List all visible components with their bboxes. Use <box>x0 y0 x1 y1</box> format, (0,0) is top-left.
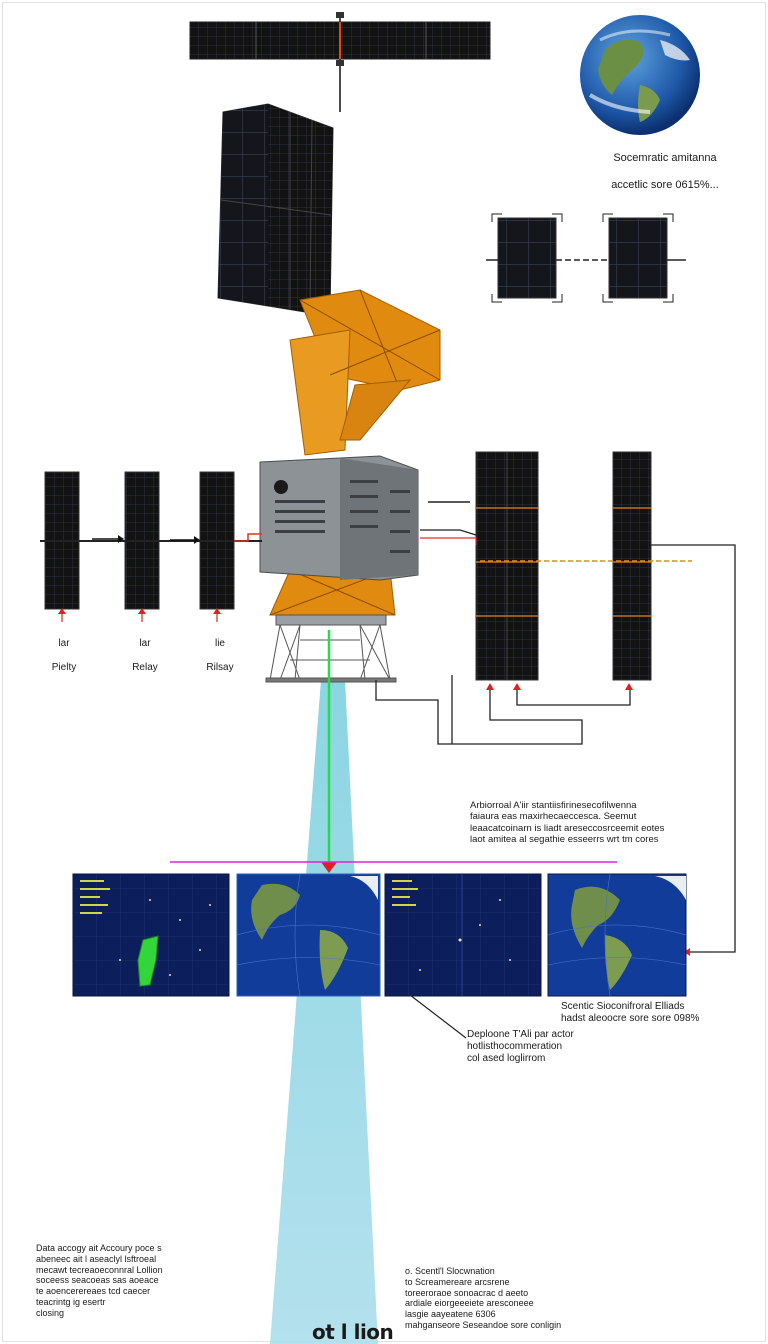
connection-wires <box>375 544 736 953</box>
relay-label-2-bottom: Relay <box>132 662 158 673</box>
left-relay-panels <box>40 471 262 622</box>
annotation-right: Arbiorroal A'iir stantiisfirinesecofilwe… <box>470 800 665 846</box>
relay-label-2-top: lar <box>139 638 151 649</box>
lattice-base <box>265 614 397 683</box>
spacecraft-bus <box>259 455 419 581</box>
earth-caption-line1: Socemratic amitanna <box>613 152 717 165</box>
relay-label-3: lie Rilsay <box>200 626 240 686</box>
main-solar-wing <box>217 103 334 317</box>
map-panel-2 <box>236 873 381 997</box>
upper-panel-pair <box>486 213 686 303</box>
map-panel-4 <box>547 873 687 997</box>
relay-label-3-top: lie <box>214 638 225 649</box>
relay-label-2: lar Relay <box>125 626 165 686</box>
note-left: Data accogy ait Accoury poce s abeneec a… <box>36 1243 163 1318</box>
top-solar-array <box>189 12 491 112</box>
right-solar-panels <box>420 451 692 690</box>
earth-globe <box>580 15 700 135</box>
orange-truss <box>269 289 441 616</box>
earth-caption: Socemratic amitanna accetlic sore 0615%.… <box>580 139 750 205</box>
bottom-title: ot l lion <box>312 1320 394 1344</box>
map-panel-1 <box>72 873 230 997</box>
map-panel-3 <box>384 873 542 997</box>
note-center: o. Scentl'l Slocwnation to Screamereare … <box>405 1266 562 1330</box>
relay-label-3-bottom: Rilsay <box>206 662 234 673</box>
relay-label-1-top: lar <box>58 638 70 649</box>
ground-beam <box>270 680 378 1344</box>
annotation-deploy: Deploone T'Ali par actor hotlisthocommer… <box>467 1029 574 1064</box>
annotation-scientific: Scentic Sioconifroral Elliads hadst aleo… <box>561 1001 700 1024</box>
relay-label-1: lar Pielty <box>44 626 84 686</box>
beam-target-arrow <box>321 862 337 873</box>
relay-label-1-bottom: Pielty <box>51 662 77 673</box>
deploy-leader <box>409 994 467 1039</box>
earth-caption-line2: accetlic sore 0615%... <box>611 178 719 191</box>
